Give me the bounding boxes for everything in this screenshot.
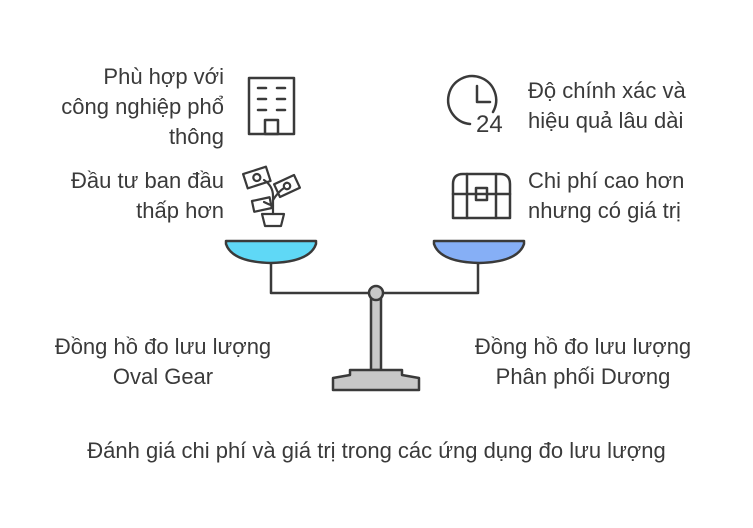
money-plant-icon <box>242 165 302 228</box>
scale-pivot <box>367 284 385 302</box>
right-option-label: Đồng hồ đo lưu lượng Phân phối Dương <box>474 334 692 389</box>
left-benefit-1: Phù hợp với công nghiệp phổ thông <box>61 64 224 149</box>
diagram-caption: Đánh giá chi phí và giá trị trong các ứn… <box>87 438 666 463</box>
left-hanger <box>269 260 372 295</box>
treasure-chest-icon <box>451 172 512 220</box>
scale-pillar <box>369 296 383 372</box>
left-option-label: Đồng hồ đo lưu lượng Oval Gear <box>54 334 272 389</box>
right-benefit-1: Độ chính xác và hiệu quả lâu dài <box>528 78 686 133</box>
scale-base <box>331 368 421 392</box>
left-pan <box>224 239 318 265</box>
svg-text:24: 24 <box>476 111 503 138</box>
right-hanger <box>380 260 480 295</box>
right-pan <box>432 239 526 265</box>
right-benefit-2: Chi phí cao hơn nhưng có giá trị <box>528 168 685 223</box>
left-benefit-2: Đầu tư ban đầu thấp hơn <box>71 168 224 223</box>
building-icon <box>247 76 296 136</box>
clock-24-icon: 24 <box>446 74 503 138</box>
balance-scale <box>269 260 480 392</box>
